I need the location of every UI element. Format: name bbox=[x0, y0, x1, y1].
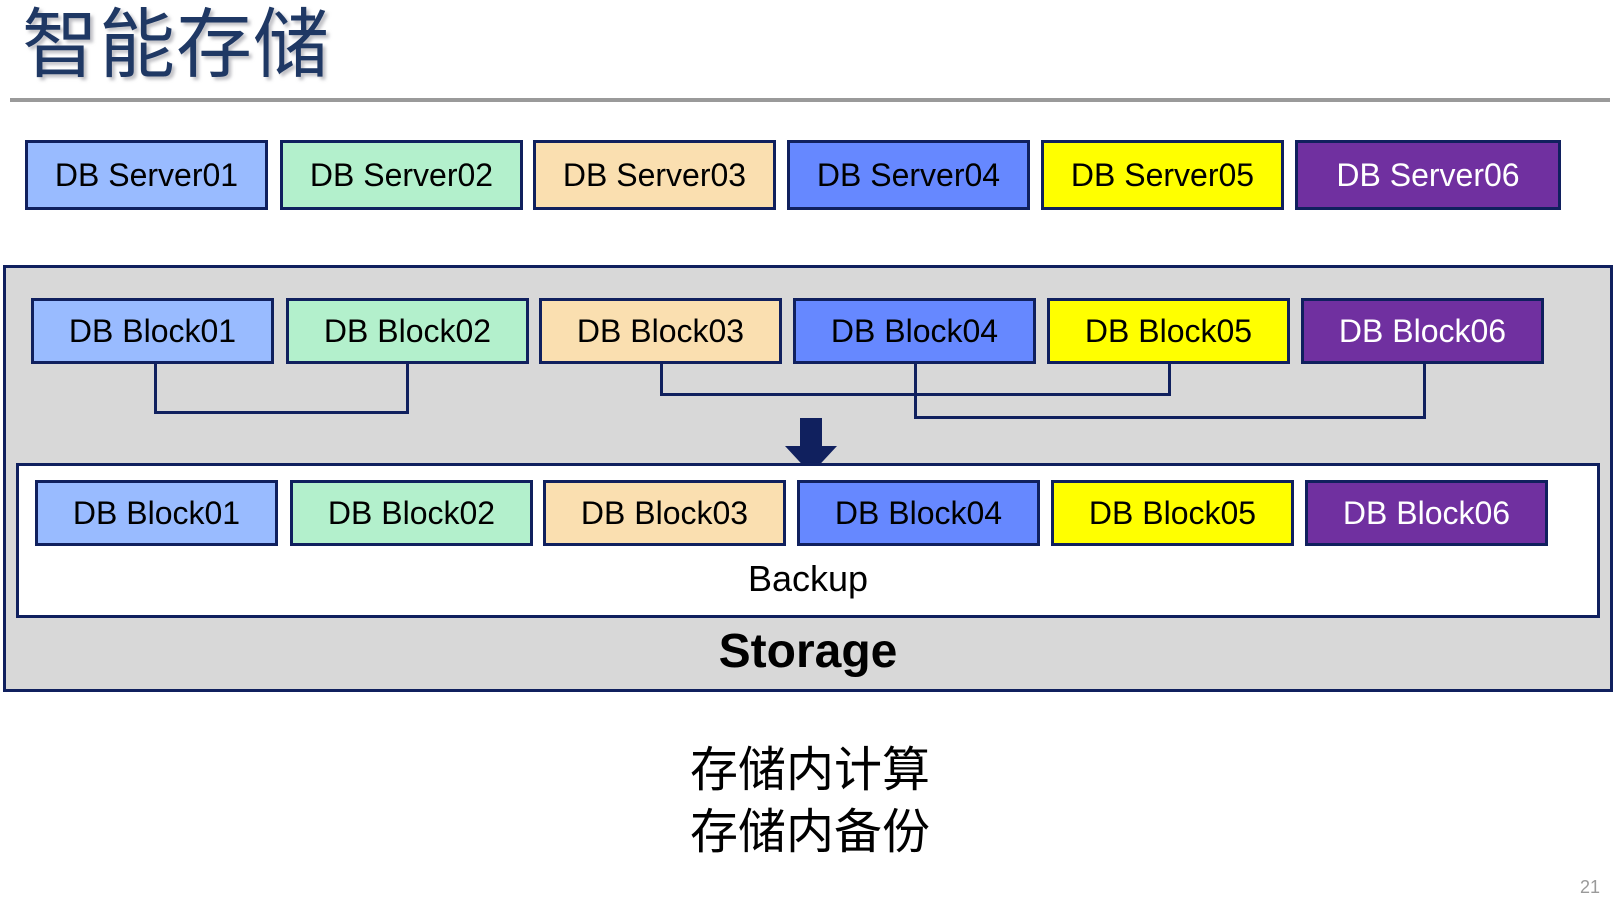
bracket-block03-block05-left-leg bbox=[660, 364, 663, 393]
db-block-primary-box-2[interactable]: DB Block02 bbox=[286, 298, 529, 364]
page-number: 21 bbox=[1579, 877, 1600, 897]
backup-label: Backup bbox=[747, 558, 869, 599]
db-block-backup-box-3[interactable]: DB Block03 bbox=[543, 480, 786, 546]
bracket-block01-block02-crossbar bbox=[154, 411, 409, 414]
db-server-box-4[interactable]: DB Server04 bbox=[787, 140, 1030, 210]
db-block-primary-box-3[interactable]: DB Block03 bbox=[539, 298, 782, 364]
bracket-block03-block05-right-leg bbox=[1168, 364, 1171, 393]
db-block-backup-box-5[interactable]: DB Block05 bbox=[1051, 480, 1294, 546]
db-block-primary-box-6[interactable]: DB Block06 bbox=[1301, 298, 1544, 364]
db-block-primary-box-5[interactable]: DB Block05 bbox=[1047, 298, 1290, 364]
db-server-box-5[interactable]: DB Server05 bbox=[1041, 140, 1284, 210]
db-server-box-3[interactable]: DB Server03 bbox=[533, 140, 776, 210]
bracket-block04-block06-right-leg bbox=[1423, 364, 1426, 416]
page-title: 智能存储 bbox=[22, 3, 330, 88]
title-divider bbox=[10, 98, 1610, 102]
bracket-block04-block06-left-leg bbox=[914, 364, 917, 416]
down-arrow-icon bbox=[785, 418, 837, 474]
storage-label: Storage bbox=[718, 625, 898, 678]
bracket-block04-block06-crossbar bbox=[914, 416, 1426, 419]
db-block-backup-box-6[interactable]: DB Block06 bbox=[1305, 480, 1548, 546]
db-server-box-2[interactable]: DB Server02 bbox=[280, 140, 523, 210]
db-block-primary-box-1[interactable]: DB Block01 bbox=[31, 298, 274, 364]
bracket-block01-block02-left-leg bbox=[154, 364, 157, 411]
caption-line-1: 存储内计算 bbox=[689, 744, 930, 797]
db-block-backup-box-1[interactable]: DB Block01 bbox=[35, 480, 278, 546]
caption-line-2: 存储内备份 bbox=[689, 806, 930, 859]
db-block-backup-box-4[interactable]: DB Block04 bbox=[797, 480, 1040, 546]
db-block-backup-box-2[interactable]: DB Block02 bbox=[290, 480, 533, 546]
db-block-primary-box-4[interactable]: DB Block04 bbox=[793, 298, 1036, 364]
bracket-block01-block02-right-leg bbox=[406, 364, 409, 411]
db-server-box-6[interactable]: DB Server06 bbox=[1295, 140, 1561, 210]
db-server-box-1[interactable]: DB Server01 bbox=[25, 140, 268, 210]
caption-block: 存储内计算 存储内备份 bbox=[0, 740, 1620, 864]
